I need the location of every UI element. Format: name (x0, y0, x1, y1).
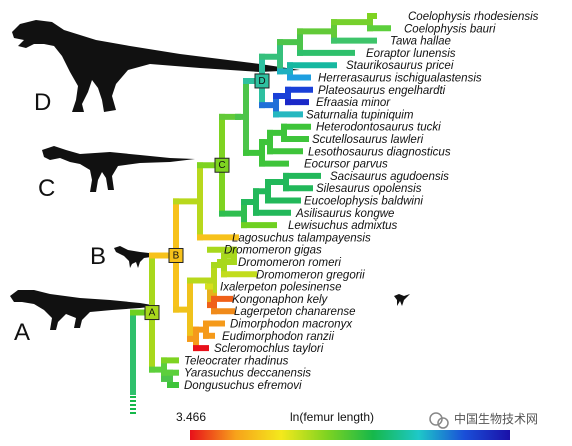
taxon-label: Lagosuchus talampayensis (232, 232, 371, 244)
taxon-label: Efraasia minor (316, 97, 391, 109)
silhouette-d-dinosaur (12, 20, 300, 112)
taxon-label: Yarasuchus deccanensis (184, 368, 311, 380)
taxon-label: Dimorphodon macronyx (230, 319, 353, 331)
stem-dashes (130, 396, 136, 414)
taxon-label: Dromomeron gigas (224, 245, 322, 257)
node-label-d: D (258, 76, 265, 87)
taxon-label: Dromomeron gregorii (256, 269, 365, 281)
taxon-label: Eocursor parvus (304, 159, 388, 171)
silhouette-a-aphanosaur (10, 290, 158, 330)
taxon-label: Asilisaurus kongwe (295, 208, 394, 220)
wechat-icon-small (437, 417, 449, 429)
taxon-label: Tawa hallae (390, 36, 451, 48)
node-label-c: C (218, 160, 225, 171)
node-marker-b: B (168, 247, 184, 263)
taxon-label: Sacisaurus agudoensis (330, 171, 449, 183)
taxon-label: Saturnalia tupiniquim (306, 109, 414, 121)
taxon-label: Eoraptor lunensis (366, 48, 456, 60)
node-markers: A B C D (144, 73, 270, 321)
silhouette-b-lagerpetid (114, 246, 170, 268)
silhouette-label-a: A (14, 319, 30, 346)
taxon-label: Dromomeron romeri (238, 257, 341, 269)
taxon-label: Lewisuchus admixtus (288, 220, 398, 232)
taxon-label: Lesothosaurus diagnosticus (308, 146, 451, 158)
silhouette-c-silesaurid (42, 146, 195, 192)
silhouette-label-b: B (90, 243, 106, 270)
taxon-label: Kongonaphon kely (232, 294, 329, 306)
silhouette-label-d: D (34, 89, 51, 116)
watermark: 中国生物技术网 (429, 411, 538, 429)
node-marker-a: A (144, 305, 160, 321)
taxon-label: Eucoelophysis baldwini (304, 196, 423, 208)
watermark-text: 中国生物技术网 (454, 411, 538, 426)
taxon-label: Scutellosaurus lawleri (312, 134, 424, 146)
scale-min-value: 3.466 (176, 410, 206, 424)
taxon-label: Teleocrater rhadinus (184, 355, 289, 367)
silhouette-label-c: C (38, 175, 55, 202)
taxon-label: Coelophysis bauri (404, 23, 496, 35)
taxon-label: Scleromochlus taylori (214, 343, 324, 355)
taxon-label: Coelophysis rhodesiensis (408, 11, 539, 23)
wechat-icon (429, 412, 443, 426)
taxon-label: Staurikosaurus pricei (346, 60, 454, 72)
taxon-label: Heterodontosaurus tucki (316, 122, 441, 134)
taxon-label: Ixalerpeton polesinense (220, 282, 341, 294)
taxon-label: Lagerpeton chanarense (234, 306, 356, 318)
node-label-a: A (149, 308, 156, 319)
node-marker-c: C (214, 157, 230, 173)
taxon-label: Herrerasaurus ischigualastensis (318, 73, 482, 85)
node-label-b: B (173, 250, 180, 261)
taxon-label: Dongusuchus efremovi (184, 380, 302, 392)
taxon-label: Eudimorphodon ranzii (222, 331, 334, 343)
taxon-label: Silesaurus opolensis (316, 183, 422, 195)
node-marker-d: D (254, 73, 270, 89)
taxon-label: Plateosaurus engelhardti (318, 85, 446, 97)
silhouette-kongonaphon (394, 294, 410, 306)
scale-title: ln(femur length) (290, 410, 374, 424)
scale-color-bar (190, 430, 510, 440)
